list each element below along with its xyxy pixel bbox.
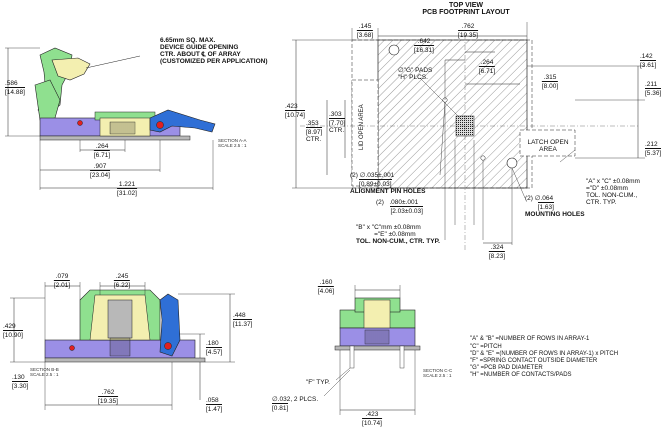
- dim-907: .907[23.04]: [90, 163, 110, 179]
- dim-429: .429[10.90]: [3, 323, 23, 339]
- dim-264-top: .264[6.71]: [478, 59, 496, 75]
- dim-211: .211[5.36]: [645, 81, 662, 97]
- legend-line: "A" & "B" =NUMBER OF ROWS IN ARRAY-1: [470, 336, 590, 342]
- dim-423-c: .423[10.74]: [362, 411, 382, 427]
- section-c-drawing: [323, 285, 421, 415]
- legend-line: "D" & "E" =(NUMBER OF ROWS IN ARRAY-1) x…: [470, 351, 619, 357]
- dim-423-top: .423[10.74]: [285, 103, 305, 119]
- section-a-drawing: [5, 47, 216, 190]
- f-typ-label: "F" TYP.: [306, 379, 330, 386]
- legend-line: "H" =NUMBER OF CONTACTS/PADS: [470, 372, 572, 378]
- dim-1221: 1.221[31.02]: [117, 181, 137, 197]
- dim-315: .315[8.00]: [541, 74, 559, 90]
- dim-160: .160[4.06]: [317, 279, 335, 295]
- dim-212: .212[5.37]: [645, 141, 662, 157]
- dim-264-a: .264[6.71]: [93, 143, 111, 159]
- dim-245: .245[6.22]: [113, 273, 131, 289]
- top-view-subtitle: PCB FOOTPRINT LAYOUT: [422, 9, 510, 16]
- dim-130: .130[3.30]: [12, 374, 29, 390]
- dim-586: .586[14.88]: [5, 80, 25, 96]
- dim-642: .642[16.31]: [414, 38, 434, 54]
- top-view-drawing: [292, 22, 645, 250]
- dim-142: .142[3.61]: [640, 53, 657, 69]
- legend-line: "G" =PCB PAD DIAMETER: [470, 365, 543, 371]
- mounting-hole-label: (2) ∅.064 [1.63]MOUNTING HOLES: [525, 195, 585, 218]
- alignment-hole-label: (2) ∅.035±.001 [0.89±0.03]ALIGNMENT PIN …: [350, 172, 426, 195]
- top-view-title: TOP VIEW: [449, 2, 483, 9]
- dim-032: ∅.032, 2 PLCS.[0.81]: [272, 396, 319, 412]
- dim-762-top: .762[19.35]: [458, 23, 478, 39]
- dim-762-b: .762[19.35]: [98, 389, 118, 405]
- legend-line: "F" =SPRING CONTACT OUTSIDE DIAMETER: [470, 358, 598, 364]
- dim-303: .303[7.70]CTR.: [329, 111, 346, 134]
- dim-353: .353[8.97]CTR.: [306, 120, 323, 143]
- dim-180: .180[4.57]: [206, 340, 223, 356]
- pads-label: ∅"G" PADS"H" PLCS.: [398, 67, 433, 81]
- dim-079: .079[2.01]: [53, 273, 71, 289]
- lid-open-area-label: LID OPEN AREA: [359, 104, 365, 150]
- dim-145: .145[3.68]: [356, 23, 374, 39]
- dim-448: .448[11.37]: [233, 312, 253, 328]
- legend-line: "C" =PITCH: [470, 344, 502, 350]
- dim-058: .058[1.47]: [206, 397, 223, 413]
- dim-080: (2) .080±.001 [2.03±0.03]: [376, 199, 423, 215]
- section-b-drawing: [10, 282, 235, 410]
- dim-324: .324[8.23]: [488, 244, 506, 260]
